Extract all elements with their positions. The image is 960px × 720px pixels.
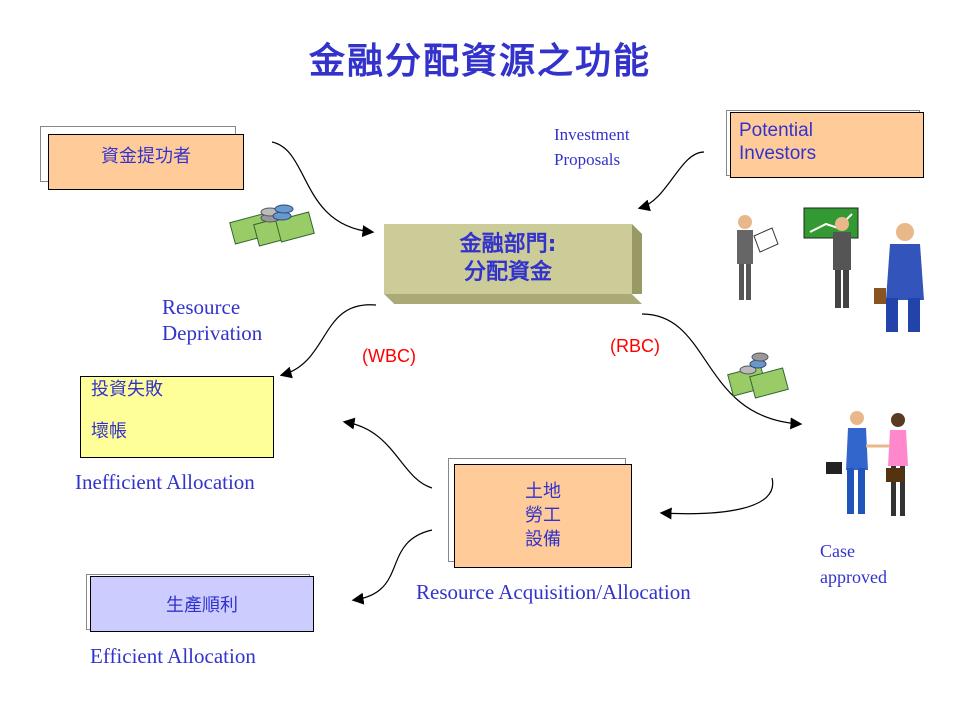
- investment-failure-label: 投資失敗: [91, 379, 163, 400]
- resource-acquisition-label: Resource Acquisition/Allocation: [416, 580, 691, 604]
- arrow-approved-to-resources: [659, 477, 774, 520]
- money-icon: [727, 352, 789, 399]
- handshake-people-icon: [826, 411, 908, 516]
- page-title: 金融分配資源之功能: [308, 41, 651, 82]
- equipment-label: 設備: [525, 529, 561, 550]
- labor-label: 勞工: [525, 505, 561, 526]
- arrow-funds-to-finance: [271, 141, 375, 238]
- smooth-production-box: 生產順利: [90, 576, 314, 632]
- resource-deprivation-label: Resource Deprivation: [162, 295, 263, 345]
- arrow-resources-to-production: [351, 529, 433, 605]
- rbc-label: (RBC): [610, 336, 660, 356]
- financial-sector-subtitle: 分配資金: [463, 260, 552, 285]
- financial-sector-box: 金融部門: 分配資金: [384, 224, 642, 304]
- investment-proposals-label: Investment Proposals: [554, 125, 630, 169]
- wbc-label: (WBC): [362, 346, 416, 366]
- fund-providers-label: 資金提功者: [101, 146, 191, 167]
- resources-box: 土地 勞工 設備: [454, 464, 632, 568]
- financial-sector-title: 金融部門:: [459, 232, 557, 257]
- investment-failure-box: 投資失敗 壞帳: [80, 376, 274, 458]
- smooth-production-label: 生產順利: [166, 595, 238, 616]
- arrow-finance-to-failure: [279, 304, 377, 379]
- arrow-finance-to-approved: [641, 313, 803, 430]
- arrow-resources-to-failure: [342, 417, 433, 489]
- arrow-investors-to-finance: [637, 151, 705, 212]
- land-label: 土地: [525, 481, 561, 502]
- efficient-allocation-label: Efficient Allocation: [90, 644, 256, 668]
- case-approved-label: Case approved: [820, 541, 887, 587]
- money-icon: [229, 204, 315, 247]
- potential-investors-box: Potential Investors: [730, 112, 924, 178]
- bad-debt-label: 壞帳: [91, 421, 127, 442]
- fund-providers-box: 資金提功者: [48, 134, 244, 190]
- inefficient-allocation-label: Inefficient Allocation: [75, 470, 255, 494]
- presenter-people-icon: [737, 207, 924, 332]
